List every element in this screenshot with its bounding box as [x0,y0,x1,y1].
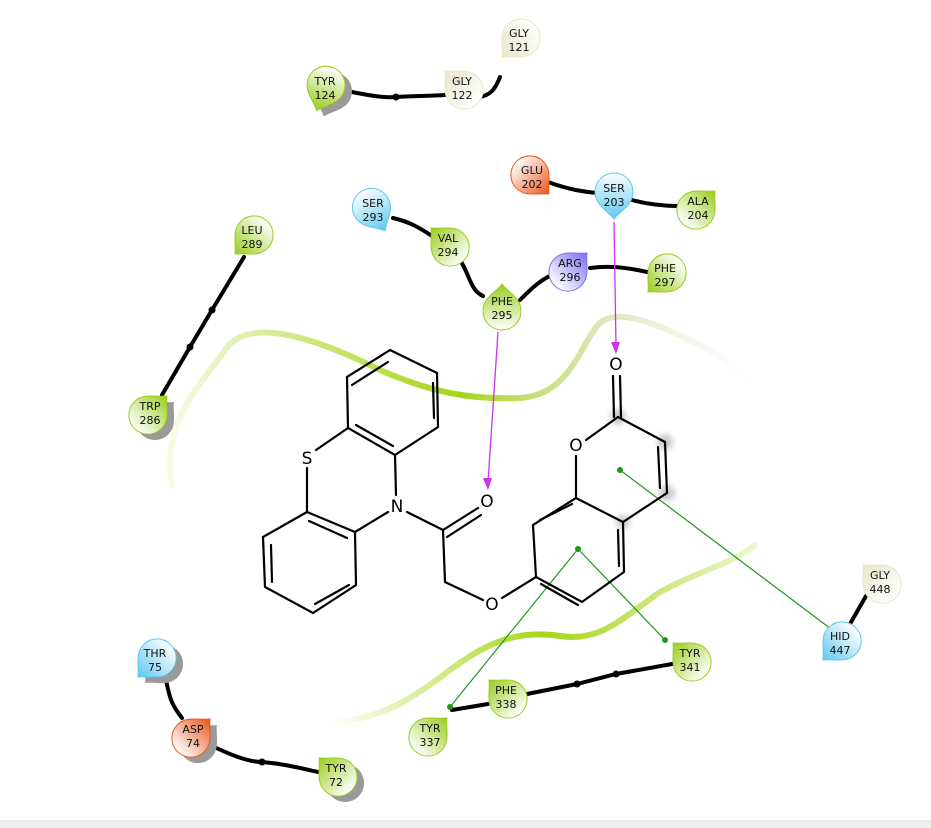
residue-name: GLY [452,75,472,88]
binding-pocket-outline [167,313,758,725]
residue-name: SER [362,197,384,210]
atom-oxygen-amide: O [480,492,493,512]
residue-number: 74 [186,737,200,750]
residue-name: ARG [558,257,582,270]
residue-number: 297 [655,276,676,289]
residue-bubble [548,252,588,292]
pi-stacking-interactions [447,467,836,710]
residue-name: TYR [418,722,440,735]
residue-bubble [352,187,391,232]
atom-oxygen-lactone: O [609,355,622,375]
residue-number: 289 [242,238,263,251]
residue-bubble [408,717,448,757]
residue-bubble [482,283,522,331]
residue-number: 448 [870,583,891,596]
residue-number: 122 [452,89,473,102]
residue-bubble [676,190,716,230]
residue-bubble [488,679,528,719]
residue-name: TYR [313,75,335,88]
residue-number: 202 [522,178,543,191]
residue-name: SER [603,182,625,195]
residue-number: 338 [496,698,517,711]
residue-name: ALA [687,195,709,208]
atom-nitrogen: N [391,497,404,517]
residue-name: PHE [495,684,517,697]
residue-number: 341 [680,661,701,674]
residue-bubble [318,757,358,797]
residue-bubble [501,18,541,58]
residue-bubble [862,564,902,604]
residue-name: PHE [654,262,676,275]
residue-bubble [306,65,346,112]
residue-number: 72 [329,776,343,789]
residue-name: ASP [182,723,204,736]
atom-sulfur: S [302,449,313,469]
residue-number: 203 [604,196,625,209]
residue-name: PHE [491,295,513,308]
residue-name: TRP [139,400,161,413]
residue-bubble [137,638,177,678]
residue-number: 296 [560,271,581,284]
residue-number: 294 [438,246,459,259]
residue-number: 295 [492,309,513,322]
residue-name: THR [143,647,167,660]
bottom-bar [0,820,931,828]
residue-name: TYR [324,762,346,775]
residue-number: 124 [315,89,336,102]
residue-bubble [672,642,712,682]
residue-bubble [444,70,484,110]
ligand-atom-labels: S N O O O O [302,355,623,615]
residue-bubble [594,172,634,220]
residue-name: GLU [521,164,543,177]
residue-bubble [822,621,862,661]
residue-number: 286 [140,414,161,427]
residue-bubble [171,718,211,758]
residue-name: GLY [870,569,890,582]
residue-name: GLY [509,27,529,40]
hbond-interactions [483,221,620,490]
residue-bubble [128,395,168,435]
atom-oxygen-ring: O [569,436,582,456]
residue-name: TYR [678,647,700,660]
residue-name: LEU [241,224,262,237]
residue-bubble [647,253,687,293]
residue-name: VAL [438,232,459,245]
residue-name: HID [830,630,850,643]
residue-number: 121 [509,41,530,54]
residue-number: 337 [420,736,441,749]
residue-number: 293 [363,211,384,224]
atom-oxygen-ether: O [485,595,498,615]
ligand-structure [261,348,669,615]
residue-number: 75 [148,661,162,674]
residue-bubble [510,155,550,195]
residue-bubble [430,227,470,267]
residue-number: 447 [830,644,851,657]
residue-number: 204 [688,209,709,222]
backbone-dots [186,93,620,766]
residue-bubble [234,215,274,255]
